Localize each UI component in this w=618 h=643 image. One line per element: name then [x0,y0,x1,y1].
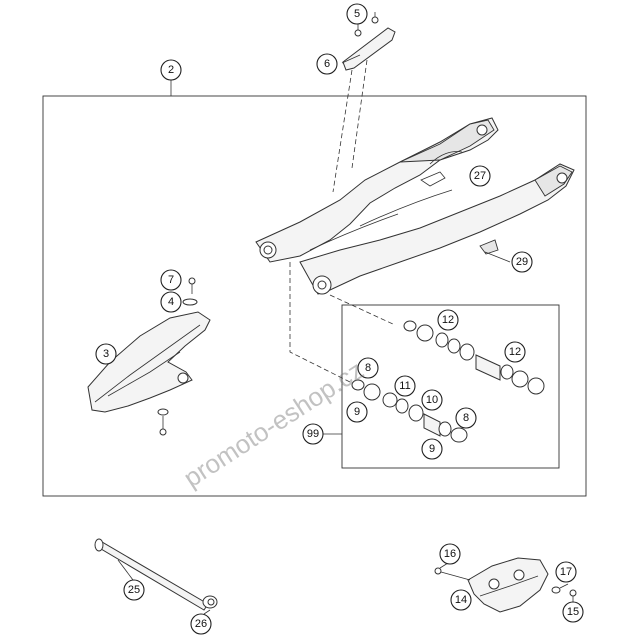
callout-12-right: 12 [504,341,526,363]
svg-text:15: 15 [567,606,579,618]
svg-text:29: 29 [516,256,528,268]
callout-10: 10 [421,389,443,411]
callout-25: 25 [123,579,145,601]
svg-text:7: 7 [168,274,174,286]
svg-text:12: 12 [509,346,521,358]
callout-9-left: 9 [346,401,368,423]
svg-text:5: 5 [354,8,360,20]
swingarm [255,117,575,295]
svg-text:12: 12 [442,314,454,326]
svg-text:8: 8 [463,412,469,424]
callout-14: 14 [450,589,472,611]
callout-17: 17 [555,561,577,583]
callout-12-top: 12 [437,309,459,331]
callout-11: 11 [394,375,416,397]
callout-3: 3 [95,343,117,365]
callout-27: 27 [469,165,491,187]
callout-4: 4 [160,291,182,313]
svg-text:14: 14 [455,594,467,606]
chain-guide [434,557,577,613]
callout-5: 5 [346,3,368,25]
svg-text:11: 11 [399,380,410,392]
dashed-leader-pivot [289,262,351,383]
svg-text:9: 9 [429,443,435,455]
callout-6: 6 [316,53,338,75]
swingarm-assembly-frame [42,95,587,497]
svg-text:4: 4 [168,296,174,308]
svg-text:6: 6 [324,58,330,70]
svg-text:16: 16 [444,548,456,560]
svg-text:27: 27 [474,170,486,182]
chain-slider [87,277,211,436]
svg-text:99: 99 [307,428,319,440]
callout-8-left: 8 [357,357,379,379]
svg-text:17: 17 [560,566,572,578]
svg-text:26: 26 [195,618,207,630]
callout-26: 26 [190,613,212,635]
dashed-leader-6 [332,69,353,193]
bearing-row-lower [351,379,468,443]
swingarm-axle [94,538,218,611]
svg-text:2: 2 [168,64,174,76]
callout-9-right: 9 [421,438,443,460]
callout-7: 7 [160,269,182,291]
dashed-leader-6b [351,59,368,169]
callout-8-right: 8 [455,407,477,429]
svg-text:8: 8 [365,362,371,374]
svg-text:10: 10 [426,394,438,406]
svg-text:3: 3 [103,348,109,360]
callout-2: 2 [160,59,182,81]
dashed-leader-pivot-b [329,294,396,326]
bearing-kit-frame [341,304,560,469]
callout-29: 29 [511,251,533,273]
callout-15: 15 [562,601,584,623]
svg-text:9: 9 [354,406,360,418]
callout-16: 16 [439,543,461,565]
svg-text:25: 25 [128,584,140,596]
bearing-row-upper [403,320,545,395]
callout-99: 99 [302,423,324,445]
